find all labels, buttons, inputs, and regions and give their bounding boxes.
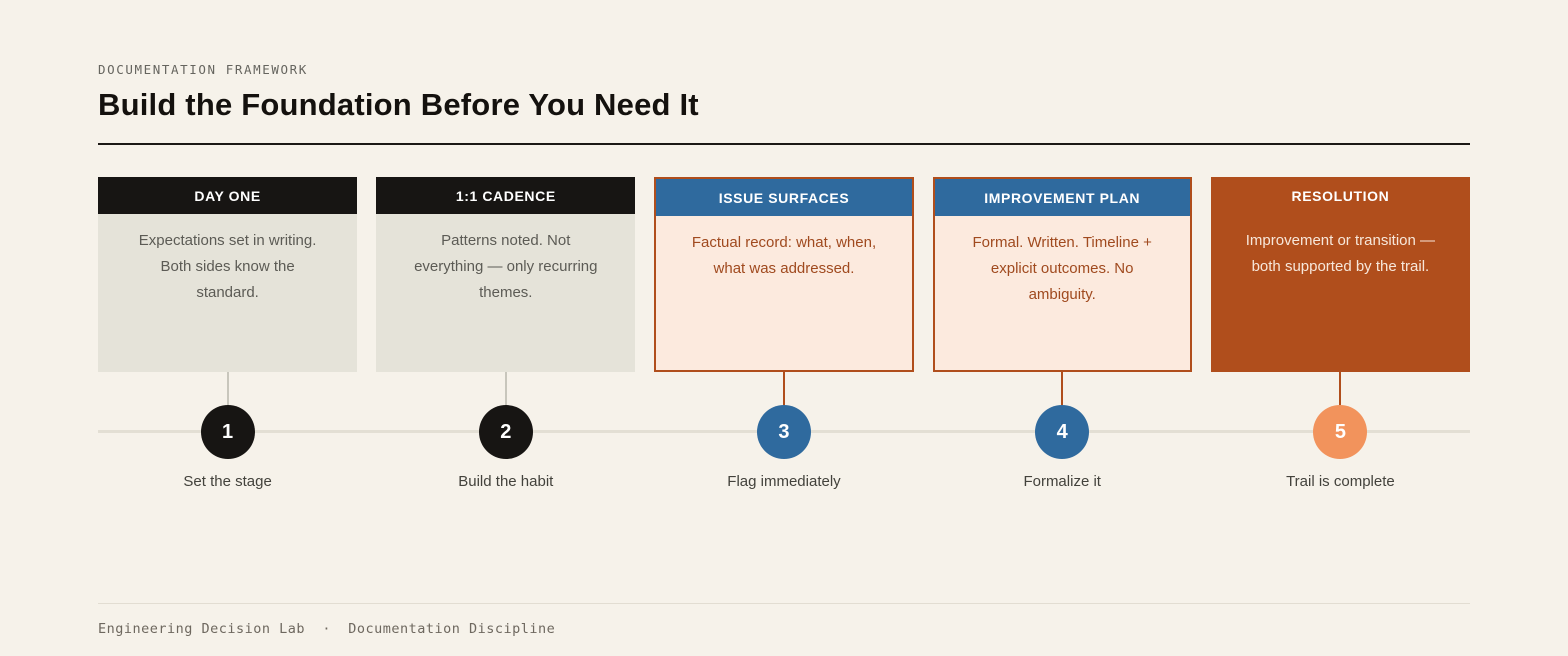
step-circle: 4: [1035, 405, 1090, 459]
card-header: DAY ONE: [98, 177, 358, 214]
card-body: Expectations set in writing. Both sides …: [98, 214, 358, 372]
connector-line: [1339, 372, 1342, 405]
step-label: Set the stage: [183, 473, 272, 490]
card-body: Formal. Written. Timeline + explicit out…: [934, 216, 1190, 370]
timeline-steps: DAY ONE Expectations set in writing. Bot…: [98, 177, 1470, 490]
step-cadence: 1:1 CADENCE Patterns noted. Not everythi…: [376, 177, 636, 490]
step-circle: 1: [200, 405, 255, 459]
step-card: IMPROVEMENT PLAN Formal. Written. Timeli…: [932, 177, 1192, 372]
step-card: RESOLUTION Improvement or transition — b…: [1210, 177, 1470, 372]
connector-line: [226, 372, 229, 405]
step-label: Trail is complete: [1286, 473, 1395, 490]
card-header: 1:1 CADENCE: [376, 177, 636, 214]
card-header: ISSUE SURFACES: [656, 179, 912, 216]
connector-line: [782, 372, 785, 405]
card-body: Patterns noted. Not everything — only re…: [376, 214, 636, 372]
card-body: Factual record: what, when, what was add…: [656, 216, 912, 370]
card-header: RESOLUTION: [1210, 177, 1470, 214]
title-divider: [98, 143, 1470, 145]
connector-line: [1061, 372, 1064, 405]
step-circle: 2: [478, 405, 533, 459]
step-label: Flag immediately: [727, 473, 841, 490]
connector-line: [504, 372, 507, 405]
card-body: Improvement or transition — both support…: [1245, 232, 1436, 275]
step-label: Formalize it: [1023, 473, 1101, 490]
step-day-one: DAY ONE Expectations set in writing. Bot…: [98, 177, 358, 490]
step-card: DAY ONE Expectations set in writing. Bot…: [98, 177, 358, 372]
eyebrow-label: DOCUMENTATION FRAMEWORK: [98, 62, 308, 77]
step-card: ISSUE SURFACES Factual record: what, whe…: [654, 177, 914, 372]
step-issue-surfaces: ISSUE SURFACES Factual record: what, whe…: [654, 177, 914, 490]
footer-divider: [98, 603, 1470, 604]
page-title: Build the Foundation Before You Need It: [98, 87, 699, 122]
footer-text: Engineering Decision Lab · Documentation…: [98, 621, 556, 637]
step-label: Build the habit: [458, 473, 554, 490]
card-header: IMPROVEMENT PLAN: [934, 179, 1190, 216]
step-improvement-plan: IMPROVEMENT PLAN Formal. Written. Timeli…: [932, 177, 1192, 490]
step-resolution: RESOLUTION Improvement or transition — b…: [1210, 177, 1470, 490]
step-circle: 5: [1313, 405, 1368, 459]
step-circle: 3: [756, 405, 811, 459]
step-card: 1:1 CADENCE Patterns noted. Not everythi…: [376, 177, 636, 372]
